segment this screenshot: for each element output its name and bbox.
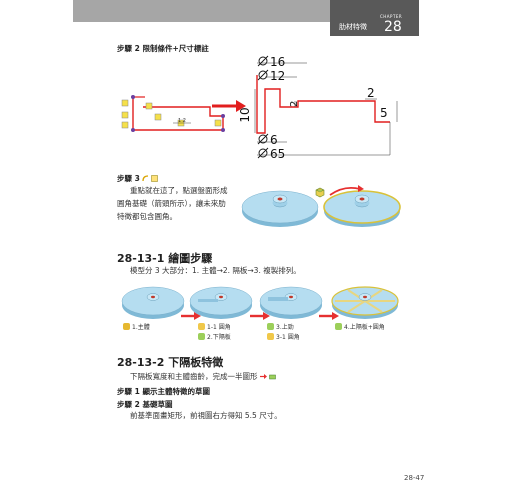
step3-line3: 特徵都包含圓角。 xyxy=(117,212,177,221)
sketch-dimension: 1.2 xyxy=(178,118,186,124)
dim-height-5: 5 xyxy=(380,106,388,120)
dim-diameter-16: 16 xyxy=(270,55,285,69)
section-1-title: 28-13-1 繪圖步驟 xyxy=(117,252,213,265)
page-number: 28-47 xyxy=(404,474,425,482)
dimension-drawing: 16 12 10 2 2 5 6 65 xyxy=(238,55,398,161)
step3-line2: 圓角基礎（箭頭所示），讓未來肋 xyxy=(117,199,226,208)
arrow-icon xyxy=(259,371,267,379)
caption-fillet-2: 3-1 圓角 xyxy=(267,332,300,341)
rib-icon xyxy=(267,323,274,330)
process-disc-2 xyxy=(189,286,253,319)
section-2-step1: 步驟 1 顯示主體特徵的草圖 xyxy=(117,387,210,396)
process-arrow-2 xyxy=(250,312,270,320)
face-selection-icon xyxy=(315,187,325,198)
chapter-tab xyxy=(330,0,419,36)
fillet-icon xyxy=(267,333,274,340)
step2-title: 步驟 2 限制條件+尺寸標註 xyxy=(117,44,209,53)
step3-title: 步驟 3 xyxy=(117,173,158,184)
section-2-step2: 步驟 2 基礎草圖 xyxy=(117,400,173,409)
process-disc-1 xyxy=(121,286,185,319)
fillet-icon xyxy=(142,175,149,182)
face-icon xyxy=(151,175,158,182)
dim-diameter-6: 6 xyxy=(270,133,278,147)
dim-width-2: 2 xyxy=(367,86,375,100)
process-disc-4 xyxy=(331,286,399,319)
section-2-intro: 下隔板寬度和主體齒齡，完成一半圖形 xyxy=(130,370,276,383)
section-1-intro: 模型分 3 大部分：1. 主體→2. 隔板→3. 複製排列。 xyxy=(130,266,301,275)
section-2-step2-text: 前基準面畫矩形，前視圖右方得知 5.5 尺寸。 xyxy=(130,411,282,420)
caption-main-body: 1.主體 xyxy=(123,322,150,331)
disc-after-fillet xyxy=(323,185,401,227)
caption-upper-rib: 3.上勁 xyxy=(267,322,294,331)
caption-fillet-1: 1-1 圓角 xyxy=(198,322,231,331)
dim-diameter-65: 65 xyxy=(270,147,285,161)
rib-feature-icon xyxy=(268,371,276,380)
step3-line1: 重點就在這了，點選盤面形成 xyxy=(130,186,228,195)
dim-diameter-12: 12 xyxy=(270,69,285,83)
process-disc-3 xyxy=(259,286,323,319)
partition-icon xyxy=(335,323,342,330)
partition-icon xyxy=(198,333,205,340)
dim-height-10: 10 xyxy=(238,107,252,122)
main-body-icon xyxy=(123,323,130,330)
dim-height-2: 2 xyxy=(289,101,300,107)
section-2-title: 28-13-2 下隔板特徵 xyxy=(117,356,224,369)
constraint-sketch-figure: 1.2 xyxy=(121,95,225,132)
red-arrow xyxy=(212,100,246,112)
process-arrow-3 xyxy=(319,312,339,320)
chapter-title: 肋材特徵 xyxy=(339,23,367,31)
disc-before-fillet xyxy=(241,190,319,227)
process-arrow-1 xyxy=(181,312,201,320)
caption-lower-partition: 2.下隔板 xyxy=(198,332,231,341)
chapter-label: CHAPTER xyxy=(380,14,403,19)
chapter-number: 28 xyxy=(384,19,402,35)
fillet-icon xyxy=(198,323,205,330)
step3-title-text: 步驟 3 xyxy=(117,174,140,183)
caption-upper-partition: 4.上隔板+圓角 xyxy=(335,322,385,331)
